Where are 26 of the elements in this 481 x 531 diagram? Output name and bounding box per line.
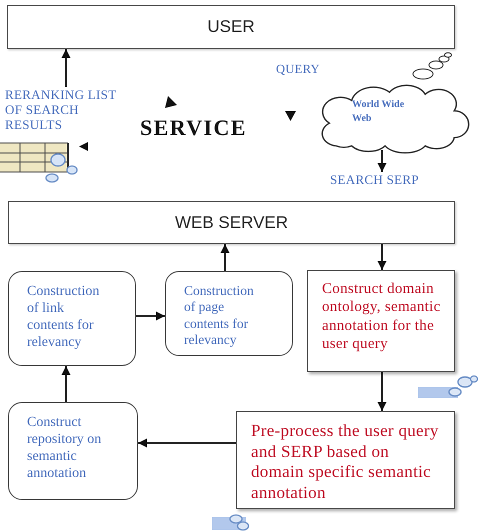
arrow	[62, 366, 70, 402]
entity-box	[8, 201, 455, 244]
entity-box	[7, 5, 455, 49]
arrow	[136, 312, 165, 320]
step-label: Construct domain ontology, semantic annotation for the user query	[322, 280, 442, 354]
process-label: Construction of page contents for relevancy	[184, 283, 255, 349]
process-box	[165, 271, 293, 356]
service-title: SERVICE	[140, 115, 247, 141]
flow-text: SEARCH SERP	[330, 172, 436, 189]
process-label: Construction of link contents for relevancy	[27, 283, 100, 352]
arrow	[62, 49, 70, 87]
process-label: Construct repository on semantic annotation	[27, 414, 102, 482]
step-box	[236, 411, 455, 509]
flow-text: RERANKING LIST OF SEARCH RESULTS	[5, 87, 117, 133]
entity-label: WEB SERVER	[174, 212, 288, 232]
arrow	[378, 244, 386, 270]
process-box	[8, 271, 136, 366]
flow-label: QUERY	[276, 62, 320, 77]
arrow	[220, 244, 230, 271]
entity-label: USER	[207, 17, 255, 37]
arrow	[378, 372, 386, 411]
step-box	[307, 270, 455, 372]
process-box	[8, 402, 138, 500]
step-label: Pre-process the user query and SERP based on domain specific semantic annotation	[251, 421, 440, 504]
arrow	[378, 150, 386, 172]
arrow	[138, 438, 236, 448]
